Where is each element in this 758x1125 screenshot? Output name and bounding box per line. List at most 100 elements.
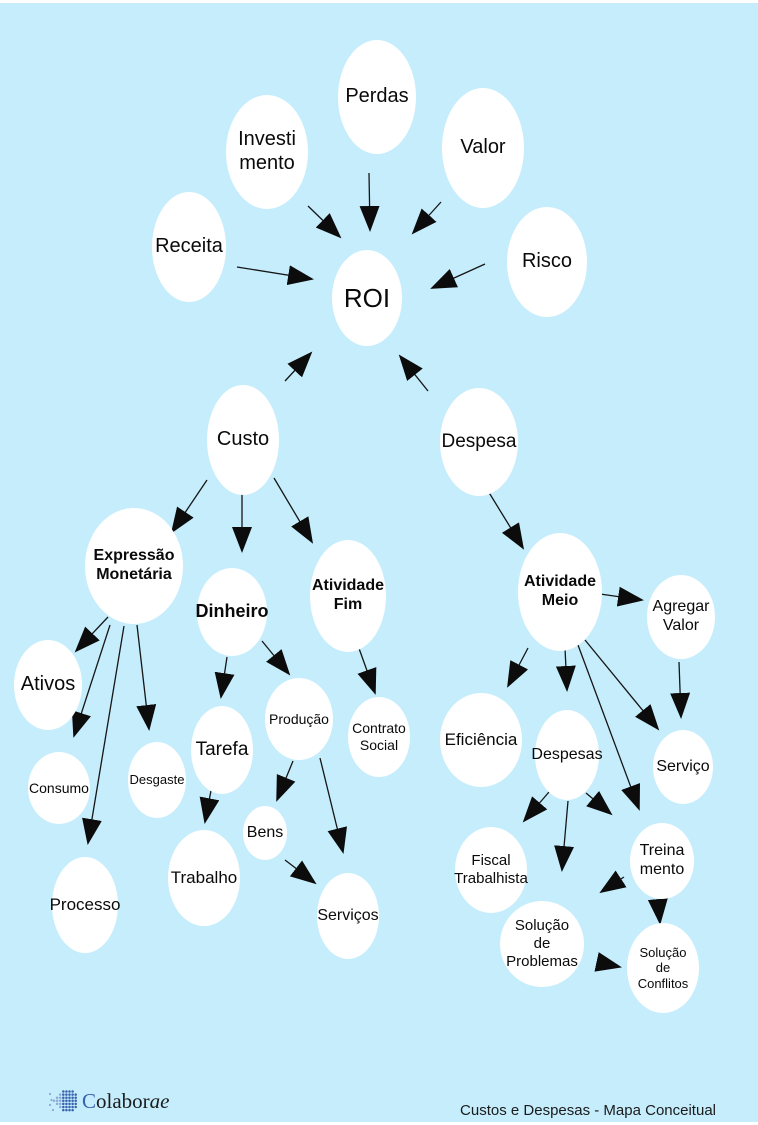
arrow-bens-servicos: [284, 859, 317, 885]
arrow-treinamento-solucao_problemas: [599, 870, 627, 894]
node-roi: ROI: [332, 250, 402, 346]
arrow-atividade_meio-eficiencia: [507, 647, 529, 688]
arrow-producao-servicos: [319, 757, 348, 854]
logo-dot: [51, 1108, 55, 1112]
logo-dot: [58, 1096, 62, 1099]
logo-dot: [71, 1105, 74, 1109]
node-servicos: Serviços: [317, 873, 379, 959]
arrow-producao-bens: [276, 760, 296, 802]
arrow-atividade_meio-treinamento: [577, 644, 641, 811]
arrow-expressao_monetaria-ativos: [74, 616, 109, 653]
logo-dot: [62, 1102, 65, 1106]
logo-dot: [71, 1099, 74, 1103]
arrow-treinamento-solucao_conflitos: [647, 898, 668, 925]
node-processo: Processo: [50, 857, 120, 953]
arrow-despesas-fiscal_trabalhista: [522, 791, 550, 823]
logo-dot: [49, 1103, 52, 1107]
logo-dot: [71, 1090, 74, 1093]
node-consumo: Consumo: [28, 752, 90, 824]
node-eficiencia: Eficiência: [440, 693, 522, 787]
node-treinamento: Treina mento: [630, 823, 694, 899]
arrow-despesas-solucao_problemas: [554, 800, 575, 872]
logo-dot: [74, 1105, 77, 1109]
logo-dot: [62, 1105, 65, 1109]
logo-dot: [55, 1099, 59, 1103]
arrow-investimento-roi: [307, 205, 342, 239]
logo-dot: [49, 1092, 52, 1096]
arrow-despesa-roi: [398, 354, 429, 392]
arrow-perdas-roi: [359, 172, 380, 232]
logo-dot: [62, 1108, 65, 1112]
arrow-despesa-atividade_meio: [484, 485, 525, 550]
logo-dot: [71, 1108, 74, 1112]
arrow-dinheiro-tarefa: [214, 656, 235, 699]
node-despesa: Despesa: [440, 388, 518, 496]
node-trabalho: Trabalho: [168, 830, 240, 926]
logo-dot: [58, 1099, 62, 1103]
node-contrato_social: Contrato Social: [348, 697, 410, 777]
logo-dot: [68, 1090, 71, 1093]
logo-letter-c: C: [82, 1088, 97, 1113]
arrow-custo-atividade_fim: [273, 477, 314, 544]
arrow-risco-roi: [430, 263, 486, 289]
logo-dot: [58, 1105, 62, 1109]
logo-dot: [68, 1105, 71, 1109]
node-tarefa: Tarefa: [191, 706, 253, 794]
logo-dot: [62, 1093, 65, 1096]
logo-dot: [62, 1099, 65, 1103]
logo-dot: [68, 1102, 71, 1106]
node-perdas: Perdas: [338, 40, 416, 154]
logo-dot: [55, 1096, 59, 1099]
arrow-agregar_valor-servico: [670, 661, 691, 719]
arrow-valor-roi: [411, 201, 442, 235]
node-expressao_monetaria: Expressão Monetária: [85, 508, 183, 624]
node-despesas: Despesas: [531, 710, 603, 800]
logo-suffix: ae: [149, 1088, 170, 1113]
arrow-custo-expressao_monetaria: [170, 479, 208, 534]
arrow-dinheiro-producao: [261, 640, 291, 676]
colaborae-logo-text: Colaborae: [82, 1089, 170, 1114]
logo-dot: [52, 1099, 56, 1103]
node-bens: Bens: [243, 806, 287, 860]
map-caption: Custos e Despesas - Mapa Conceitual: [460, 1102, 716, 1119]
arrow-expressao_monetaria-consumo: [71, 624, 111, 738]
node-atividade_fim: Atividade Fim: [310, 540, 386, 652]
logo-dot: [68, 1096, 71, 1099]
logo-dot: [71, 1102, 74, 1106]
logo-dot: [65, 1108, 68, 1112]
logo-body: olabor: [96, 1088, 150, 1113]
arrow-atividade_meio-servico: [584, 639, 660, 731]
node-ativos: Ativos: [14, 640, 82, 730]
logo-dot: [71, 1093, 74, 1096]
node-receita: Receita: [152, 192, 226, 302]
node-solucao_conflitos: Solução de Conflitos: [627, 923, 699, 1013]
logo-dot: [74, 1093, 77, 1096]
bottom-border: [0, 1122, 758, 1125]
logo-dot: [68, 1099, 71, 1103]
arrow-receita-roi: [236, 265, 314, 286]
node-desgaste: Desgaste: [128, 742, 186, 818]
logo-dot: [65, 1099, 68, 1103]
node-servico: Serviço: [653, 730, 713, 804]
node-producao: Produção: [265, 678, 333, 760]
logo-dot: [65, 1105, 68, 1109]
arrow-atividade_meio-agregar_valor: [599, 586, 644, 607]
logo-dot: [65, 1096, 68, 1099]
logo-dot: [71, 1096, 74, 1099]
logo-dot: [65, 1093, 68, 1096]
node-dinheiro: Dinheiro: [196, 568, 269, 656]
node-valor: Valor: [442, 88, 524, 208]
top-border: [0, 0, 758, 3]
arrow-solucao_problemas-solucao_conflitos: [594, 952, 622, 972]
colaborae-logo: Colaborae: [49, 1088, 170, 1114]
logo-dot: [65, 1102, 68, 1106]
colaborae-logo-icon: [49, 1090, 77, 1112]
logo-dot: [65, 1090, 68, 1093]
logo-dot: [58, 1102, 62, 1106]
logo-dot: [74, 1102, 77, 1106]
node-custo: Custo: [207, 385, 279, 495]
logo-dot: [74, 1096, 77, 1099]
logo-dot: [68, 1108, 71, 1112]
